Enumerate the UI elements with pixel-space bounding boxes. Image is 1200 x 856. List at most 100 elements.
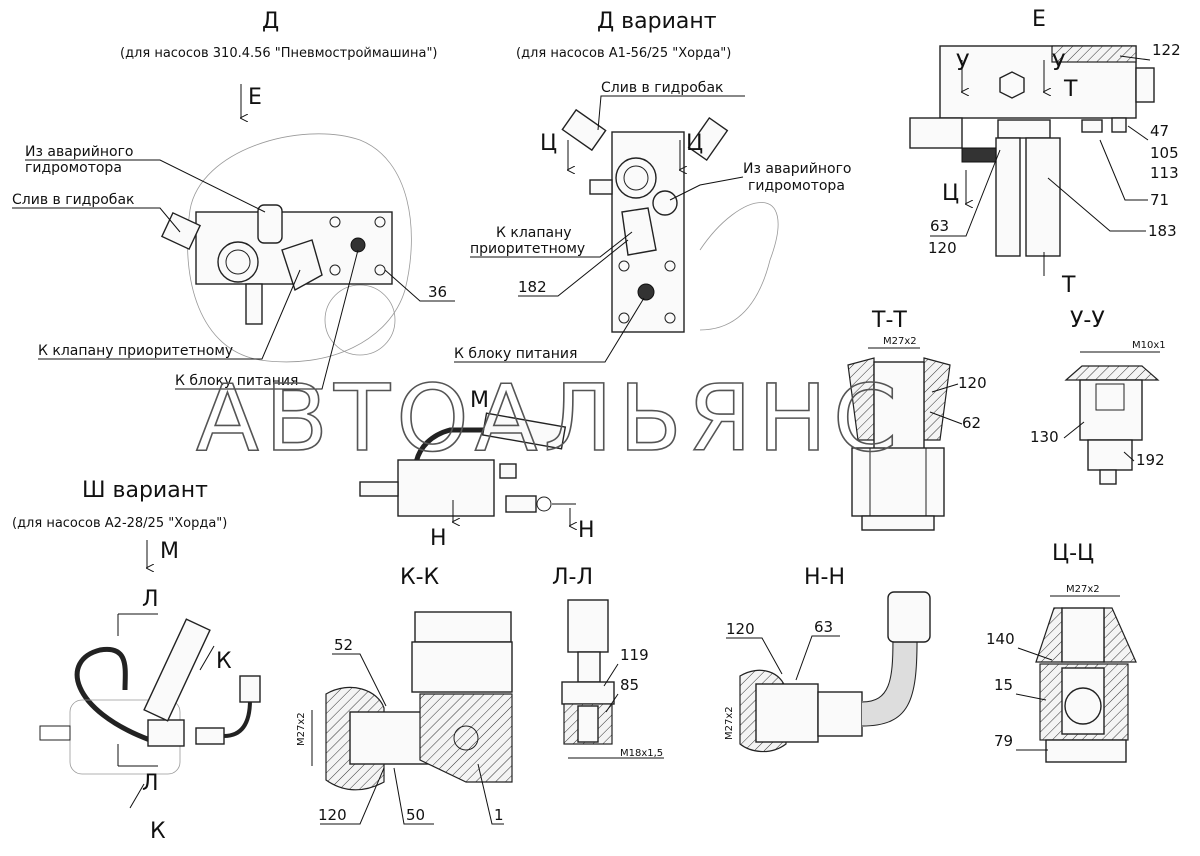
- part-79: 79: [994, 732, 1013, 750]
- part-105: 105: [1150, 144, 1179, 162]
- part-182: 182: [518, 278, 547, 296]
- mark-n-2: Н: [578, 518, 595, 543]
- fitting-drain: [217, 241, 259, 283]
- block-section: [1051, 45, 1137, 63]
- leader: [1119, 55, 1151, 61]
- part-130: 130: [1030, 428, 1059, 446]
- tube: [74, 646, 151, 743]
- leader: [726, 637, 783, 675]
- section-uu-dim: М10х1: [1132, 340, 1166, 351]
- view-d-variant-subtitle: (для насосов А1-56/25 "Хорда"): [516, 46, 731, 61]
- side-plug: [1135, 67, 1155, 103]
- leader: [393, 767, 434, 825]
- fitting-end: [239, 675, 261, 703]
- nut: [561, 681, 615, 705]
- label-to-priority-valve: К клапану приоритетному: [38, 343, 233, 359]
- mark-n: Н: [430, 526, 447, 551]
- bolt: [329, 216, 341, 228]
- view-d-subtitle: (для насосов 310.4.56 "Пневмостроймашина…: [120, 46, 438, 61]
- bolt: [664, 312, 676, 324]
- fitting: [195, 727, 225, 745]
- leader: [1127, 125, 1149, 141]
- leader: [477, 763, 504, 825]
- part-63: 63: [814, 618, 833, 636]
- fitting-body: [873, 361, 925, 451]
- housing-left: [1035, 607, 1063, 663]
- view-d-variant-title: Д вариант: [597, 9, 717, 34]
- view-sh-arrow-label: М: [160, 539, 179, 564]
- leader: [930, 149, 1001, 237]
- hose: [567, 599, 609, 653]
- side-fitting: [589, 179, 613, 195]
- fitting-nut: [997, 119, 1051, 139]
- part-120: 120: [958, 374, 987, 392]
- leader: [929, 411, 963, 425]
- section-line: [129, 783, 145, 809]
- pump-outline: [187, 133, 412, 363]
- leader: [332, 653, 387, 707]
- part-85: 85: [620, 676, 639, 694]
- hose: [481, 412, 567, 450]
- part-192: 192: [1136, 451, 1165, 469]
- bolt: [374, 216, 386, 228]
- nut: [817, 691, 863, 737]
- leader: [38, 269, 301, 360]
- leader: [454, 297, 645, 363]
- part-140: 140: [986, 630, 1015, 648]
- leader: [603, 663, 619, 687]
- leader: [175, 249, 359, 390]
- plug: [1045, 739, 1127, 763]
- leader: [25, 159, 266, 213]
- fitting-drain-inner: [623, 165, 649, 191]
- part-183: 183: [1148, 222, 1177, 240]
- bolt: [618, 312, 630, 324]
- leader: [384, 269, 455, 302]
- label-from-emergency-2: гидромотора: [748, 178, 845, 194]
- label-to-power-block: К блоку питания: [454, 346, 577, 362]
- housing-right: [1103, 607, 1137, 663]
- fitting-power: [350, 237, 366, 253]
- label-to-valve: К клапану: [496, 225, 572, 241]
- hose-left: [995, 137, 1021, 257]
- hose-top: [887, 591, 931, 643]
- part-52: 52: [334, 636, 353, 654]
- mark-k-2: К: [150, 819, 166, 844]
- leader: [1099, 139, 1148, 201]
- leader: [12, 207, 181, 233]
- fitting-emergency: [652, 190, 678, 216]
- part-63: 63: [930, 217, 949, 235]
- mark-t: Т: [1063, 77, 1078, 102]
- fitting-priority: [621, 207, 657, 256]
- pump-outline: [699, 202, 779, 331]
- fitting-block: [147, 719, 185, 747]
- banjo-hole: [453, 725, 479, 751]
- section-nn-dim: М27х2: [724, 706, 735, 740]
- hose: [143, 618, 211, 722]
- bolt: [664, 260, 676, 272]
- section-uu: У-У М10х1 130 192: [1030, 308, 1166, 485]
- plug-bottom: [1087, 439, 1133, 471]
- leader: [470, 231, 633, 258]
- fitting-bore: [577, 705, 599, 743]
- fitting-emergency: [257, 204, 283, 244]
- leader: [1017, 647, 1053, 661]
- section-tt-title: Т-Т: [871, 308, 907, 333]
- bore: [1061, 607, 1105, 663]
- section-tsts: Ц-Ц М27х2 140 15 79: [986, 541, 1137, 763]
- mark-ts: Ц: [942, 181, 959, 206]
- part-36: 36: [428, 283, 447, 301]
- bottom-fitting: [245, 283, 263, 325]
- view-sh-variant: Ш вариант (для насосов А2-28/25 "Хорда")…: [12, 478, 261, 844]
- shaft: [39, 725, 71, 741]
- view-d-arrow-label: Е: [248, 85, 262, 110]
- fitting: [505, 495, 537, 513]
- section-ll: Л-Л 119 85 М18х1,5: [552, 565, 664, 759]
- section-nn-title: Н-Н: [804, 565, 845, 590]
- hose-bend: [861, 639, 918, 727]
- tube-small: [223, 699, 252, 738]
- fitting-small: [1081, 119, 1103, 133]
- plug-tip: [1099, 469, 1117, 485]
- label-drain: Слив в гидробак: [12, 192, 134, 208]
- view-sh-subtitle: (для насосов А2-28/25 "Хорда"): [12, 516, 227, 531]
